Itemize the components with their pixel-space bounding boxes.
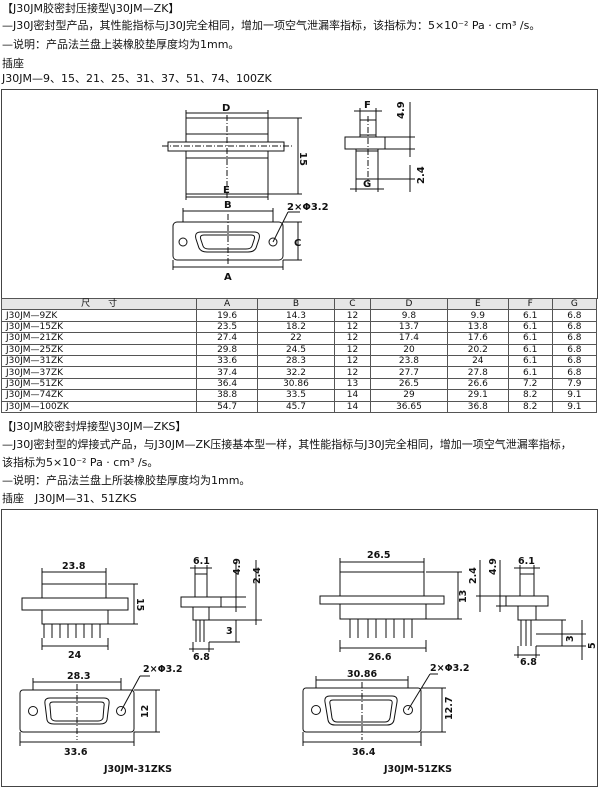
model-cell: J30JM—100ZK [0, 400, 198, 413]
value-cell: 14 [334, 400, 371, 413]
r-d49: 4.9 [488, 558, 499, 575]
value-cell: 36.65 [369, 400, 449, 413]
dim-holes: 2×Φ3.2 [287, 202, 329, 213]
dim-F: F [364, 100, 371, 111]
r-d68: 6.8 [520, 657, 537, 668]
l-w-flange: 28.3 [67, 671, 90, 682]
dim-E: E [223, 185, 230, 196]
l-d61: 6.1 [193, 556, 210, 567]
r-d61: 6.1 [518, 556, 535, 567]
section2-label: 插座 J30JM—31、51ZKS [2, 492, 137, 505]
l-w-top: 23.8 [62, 561, 86, 572]
dim-24: 2.4 [416, 166, 427, 184]
r-w-total: 36.4 [352, 747, 376, 758]
dim-D: D [222, 103, 230, 114]
l-d12: 12 [140, 705, 151, 718]
r-d3: 3 [565, 635, 576, 642]
dim-15: 15 [297, 152, 308, 166]
l-d3: 3 [226, 626, 233, 637]
section1-models: J30JM—9、15、21、25、31、37、51、74、100ZK [2, 72, 272, 85]
header-cell: D [369, 297, 449, 311]
section2-title: 【J30JM胶密封焊接型\J30JM—ZKS】 [2, 420, 187, 433]
section1-line1: —J30J密封型产品，其性能指标与J30J完全相同，增加一项空气泄漏率指标，该指… [2, 19, 541, 32]
dim-49: 4.9 [396, 101, 407, 119]
section1-label: 插座 [2, 57, 24, 70]
r-h13: 13 [458, 590, 469, 603]
section2-line1: —J30J密封型的焊接式产品，与J30JM—ZK压接基本型一样，其性能指标与J3… [2, 438, 572, 451]
value-cell: 45.7 [256, 400, 336, 413]
l-d24: 2.4 [252, 567, 263, 584]
dim-B: B [224, 200, 232, 211]
dim-A: A [224, 272, 232, 283]
r-d24: 2.4 [468, 567, 479, 584]
value-cell: 30.86 [256, 377, 336, 391]
l-holes: 2×Φ3.2 [143, 664, 182, 675]
r-w-flange: 30.86 [347, 669, 377, 680]
section2-line2: 该指标为5×10⁻² Pa · cm³ /s。 [2, 456, 159, 469]
dim-G: G [363, 179, 371, 190]
section2-line3: —说明：产品法兰盘上所装橡胶垫厚度均为1mm。 [2, 474, 251, 487]
l-caption: J30JM-31ZKS [103, 764, 172, 775]
r-w-top: 26.5 [367, 550, 390, 561]
r-w-bottom: 26.6 [368, 652, 392, 663]
drawing1: D E 15 F 4.9 2.4 G B 2×Φ3.2 C A [162, 100, 427, 283]
r-d127: 12.7 [444, 697, 455, 720]
value-cell: 9.8 [369, 309, 449, 322]
table-header-row: 尺 寸 A B C D E F G [0, 297, 598, 311]
r-caption: J30JM-51ZKS [383, 764, 452, 775]
section1-title: 【J30JM胶密封压接型\J30JM—ZK】 [2, 2, 180, 15]
value-cell: 9.1 [551, 400, 598, 413]
r-d5: 5 [587, 642, 598, 649]
dim-C: C [294, 238, 301, 249]
l-w-total: 33.6 [64, 747, 88, 758]
l-h15: 15 [134, 598, 145, 611]
l-d68: 6.8 [193, 652, 210, 663]
r-holes: 2×Φ3.2 [430, 663, 469, 674]
section1-line2: —说明：产品法兰盘上装橡胶垫厚度均为1mm。 [2, 38, 240, 51]
drawing2-frame [1, 509, 598, 787]
l-w-bottom: 24 [68, 650, 82, 661]
l-d49: 4.9 [232, 558, 243, 575]
